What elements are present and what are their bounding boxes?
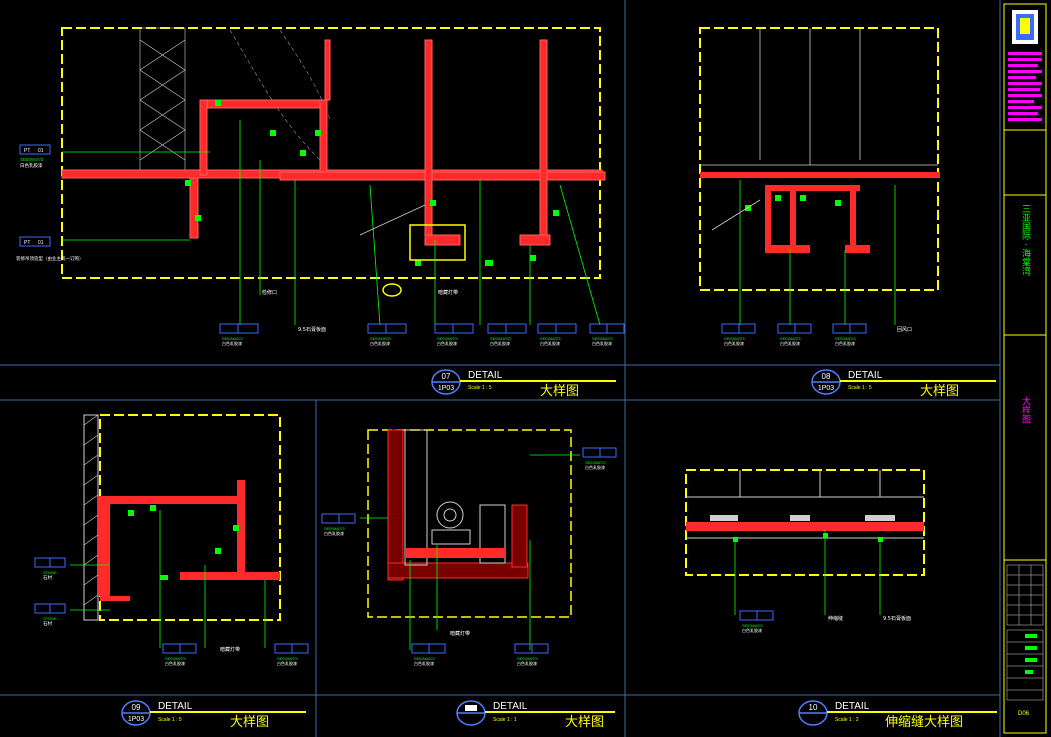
detail-title: DETAIL [848,370,883,381]
tag-material: SEE/MAT/3 [437,336,458,341]
detail-caption: 大样图 [920,384,959,399]
tag-code: PT [24,148,30,154]
detail-number: 08 [822,372,831,381]
detail-07-drawing [61,27,606,326]
tag-material: SEE/MAT/3 [324,526,345,531]
tag-finish: 白色乳胶漆 [517,660,537,666]
panel-grid [0,0,1001,737]
detail-caption: 大样图 [565,715,604,730]
tag-material: SEE/MAT/3 [165,656,186,661]
note-plaster: 9.5石膏板面 [883,615,911,622]
detail-08-title: 08 1P03 DETAIL Scale 1 : 5 大样图 [811,369,996,399]
detail-scale: Scale 1 : 1 [493,717,517,723]
tag-material: SEE/MAT/3 [585,460,606,465]
detail-title: DETAIL [468,370,503,381]
detail-07-title: 07 1P03 DETAIL Scale 1 : 5 大样图 [431,369,616,399]
detail-title: DETAIL [835,701,870,712]
tag-finish: 白色乳胶漆 [222,340,242,346]
sheet-number: D06 [1018,711,1030,717]
tag-finish: 白色乳胶漆 [724,340,744,346]
note-rim: 暗藏灯带 [438,289,458,296]
detail-sheet: 1P03 [438,385,454,392]
detail-09-title: 09 1P03 DETAIL Scale 1 : 5 大样图 [121,700,306,730]
tag-finish: 白色乳胶漆 [490,340,510,346]
detail-number: 09 [132,703,141,712]
project-name: 三亚国际 · 海棠湾 [1020,204,1031,277]
tag-finish: 白色乳胶漆 [585,464,605,470]
note-stone: 石材 [43,620,52,627]
tag-material: SEE/MAT/3 [592,336,613,341]
tag-material: SEE/MAT/3 [742,623,763,628]
detail-scale: Scale 1 : 5 [848,385,872,391]
tag-finish: 白色乳胶漆 [165,660,185,666]
tag-num: 01 [38,148,44,154]
detail-scale: Scale 1 : 5 [468,385,492,391]
detail-scale: Scale 1 : 2 [835,717,859,723]
detail-number: 07 [442,372,451,381]
detail-caption: 大样图 [540,384,579,399]
note-hinge: 检修口 [262,289,277,296]
tag-material: SEE/MAT/3 [517,656,538,661]
note-rim: 暗藏灯带 [220,646,240,653]
tag-material: SEE/MAT/3 [370,336,391,341]
note-vent: 回风口 [897,327,912,333]
detail-sheet: 1P03 [128,716,144,723]
tag-finish: 白色乳胶漆 [835,340,855,346]
detail-sheet: 1P03 [818,385,834,392]
tag-material: SEE/MAT/3 [780,336,801,341]
tag-code: PT [24,240,30,246]
note-rim: 暗藏灯带 [450,630,470,637]
detail-scale: Scale 1 : 5 [158,717,182,723]
tag-finish: 白色乳胶漆 [277,660,297,666]
tag-num: 01 [38,240,44,246]
tag-material: SEE/MAT/3 [222,336,243,341]
detail-caption: 大样图 [230,715,269,730]
tag-material: SEE/MAT/3 [277,656,298,661]
tag-finish: 白色乳胶漆 [540,340,560,346]
svg-text:STONE: STONE [43,570,57,575]
title-block: 三亚国际 · 海棠湾 大样图 D06 [1003,3,1047,734]
svg-text:STONE: STONE [43,616,57,621]
tag-finish: 白色乳胶漆 [592,340,612,346]
tag-material: SEE/MAT/3 [835,336,856,341]
detail-number: 10 [809,703,818,712]
note-bottom-left: 装修吊顶造型（由业主统一订购） [16,255,84,262]
detail-title: DETAIL [158,701,193,712]
note-plaster: 9.5石膏板面 [298,326,326,333]
detail-title: DETAIL [493,701,528,712]
detail-11-title: DETAIL Scale 1 : 1 大样图 [456,700,615,730]
tag-finish: 白色乳胶漆 [414,660,434,666]
tag-finish: 白色乳胶漆 [742,627,762,633]
tag-finish: 白色乳胶漆 [370,340,390,346]
tag-material: SEE/MAT/3 [540,336,561,341]
tag-material: SEE/MAT/3 [724,336,745,341]
tag-finish: 白色乳胶漆 [437,340,457,346]
tag-material: SEE/MAT/3 [20,157,44,162]
logo [1012,10,1038,44]
tag-material: SEE/MAT/3 [414,656,435,661]
tag-finish: 白色乳胶漆 [20,162,43,169]
detail-caption: 伸缩缝大样图 [885,714,963,730]
detail-10-title: 10 DETAIL Scale 1 : 2 伸缩缝大样图 [798,700,997,730]
note-joint: 伸缩缝 [828,615,843,622]
drawing-name: 大样图 [1020,395,1031,424]
tag-finish: 白色乳胶漆 [324,530,344,536]
note-stone: 石材 [43,574,52,581]
tag-material: SEE/MAT/3 [490,336,511,341]
detail-07-tags: PT 01 SEE/MAT/3 白色乳胶漆 PT 01 装修吊顶造型（由业主统一… [16,144,625,346]
tag-finish: 白色乳胶漆 [780,340,800,346]
